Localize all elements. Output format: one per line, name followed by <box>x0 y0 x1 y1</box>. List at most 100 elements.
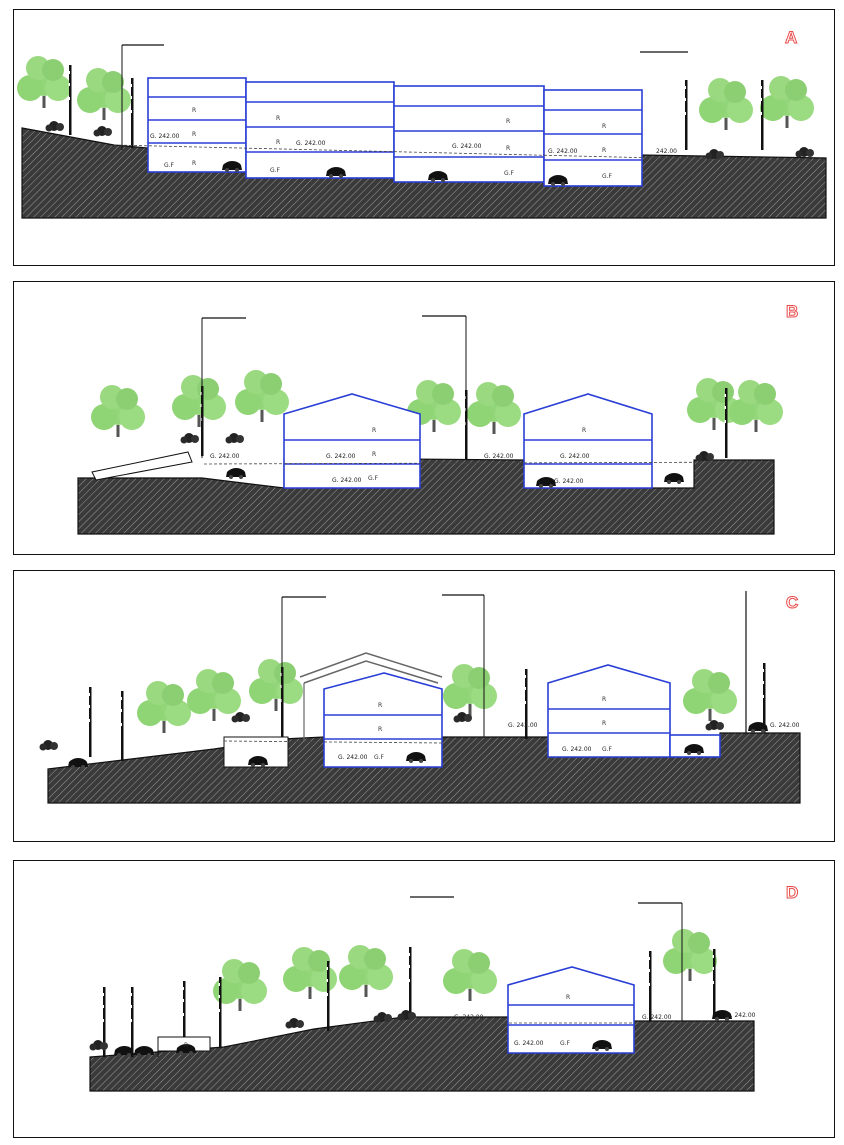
shrub-icon <box>795 147 814 158</box>
elevation-label: G. 242.00 <box>326 453 356 460</box>
lamp-pole-icon <box>68 65 72 135</box>
floor-label: R <box>506 145 510 152</box>
lamp-pole-icon <box>88 687 92 757</box>
lamp-pole-icon <box>648 951 652 1021</box>
tree-icon <box>729 380 783 432</box>
tree-icon <box>187 669 241 721</box>
elevation-label: G. 242.00 <box>562 746 592 753</box>
elevation-label: G. 242.00 <box>484 453 514 460</box>
lamp-pole-icon <box>684 80 688 150</box>
basement-label: G.F <box>270 167 281 174</box>
basement-label: G.F <box>504 170 515 177</box>
shrub-icon <box>93 126 112 137</box>
section-label-d: D <box>785 883 799 903</box>
floor-label: R <box>372 451 376 458</box>
basement-label: G.F <box>560 1040 571 1047</box>
section-drawing-c: R R R R G.F G.F G. 242.00 G. 242.00 G. 2… <box>39 591 801 804</box>
building-block <box>523 393 653 489</box>
elevation-label: G. 242.00 <box>514 1040 544 1047</box>
floor-label: R <box>372 427 376 434</box>
tree-icon <box>77 68 131 120</box>
elevation-label: G. 242.00 <box>554 478 584 485</box>
floor-label: R <box>184 1042 188 1049</box>
basement-label: G.F <box>602 746 613 753</box>
car-icon <box>226 468 246 479</box>
ground-hatch <box>77 457 775 535</box>
floor-label: R <box>582 427 586 434</box>
basement-label: G.F <box>602 173 613 180</box>
shrub-icon <box>39 740 58 751</box>
lamp-pole-icon <box>408 947 412 1017</box>
floor-label: R <box>378 702 382 709</box>
building-block <box>323 672 443 768</box>
section-drawing-d: R R G.F G. 242.00 G. 242.00 G. 242.00 G.… <box>89 896 756 1092</box>
elevation-label: G. 242.00 <box>452 143 482 150</box>
section-panel-c: C <box>13 570 835 842</box>
basement-label: G.F <box>368 475 379 482</box>
floor-label: R <box>602 720 606 727</box>
elevation-label: G. 242.00 <box>726 1012 756 1019</box>
elevation-label: G. 242.00 <box>642 1014 672 1021</box>
section-panel-a: A <box>13 9 835 266</box>
car-icon <box>664 473 684 484</box>
building-block <box>245 81 395 179</box>
shrub-icon <box>695 451 714 462</box>
tree-icon <box>663 929 717 981</box>
elevation-label: G. 242.00 <box>454 1014 484 1021</box>
tree-icon <box>91 385 145 437</box>
shrub-icon <box>180 433 199 444</box>
tree-icon <box>137 681 191 733</box>
tree-icon <box>235 370 289 422</box>
basement-label: G.F <box>374 754 385 761</box>
floor-label: R <box>602 147 606 154</box>
floor-label: R <box>506 118 510 125</box>
elevation-label: G. 242.00 <box>548 148 578 155</box>
floor-label: R <box>276 115 280 122</box>
lamp-pole-icon <box>760 80 764 150</box>
tree-icon <box>339 945 393 997</box>
basement-label: G.F <box>164 162 175 169</box>
elevation-label: 242.00 <box>656 148 677 155</box>
tree-icon <box>443 664 497 716</box>
tree-icon <box>467 382 521 434</box>
shrub-icon <box>45 121 64 132</box>
floor-label: R <box>602 696 606 703</box>
tree-icon <box>683 669 737 721</box>
floor-label: R <box>378 726 382 733</box>
tree-icon <box>249 659 303 711</box>
floor-label: R <box>566 994 570 1001</box>
elevation-label: G. 242.00 <box>210 453 240 460</box>
tree-icon <box>760 76 814 128</box>
elevation-label: G. 242.00 <box>150 133 180 140</box>
section-label-b: B <box>785 302 799 322</box>
section-drawing-a: R R R R R R R R R G.F G.F G.F G.F G. 242… <box>17 44 827 219</box>
elevation-label: G. 242.00 <box>338 754 368 761</box>
lamp-pole-icon <box>120 691 124 761</box>
building-block <box>543 89 643 187</box>
floor-label: R <box>602 123 606 130</box>
elevation-label: G. 242.00 <box>560 453 590 460</box>
building-block <box>393 85 545 183</box>
tree-icon <box>699 78 753 130</box>
building-block <box>283 393 421 489</box>
elevation-label: G. 242.00 <box>508 722 538 729</box>
shrub-icon <box>373 1012 392 1023</box>
building-block <box>507 966 635 1054</box>
shrub-icon <box>705 720 724 731</box>
shrub-icon <box>231 712 250 723</box>
tree-icon <box>443 949 497 1001</box>
section-drawing-b: R R R G.F G. 242.00 G. 242.00 G. 242.00 … <box>77 315 783 535</box>
elevation-label: G. 242.00 <box>770 722 800 729</box>
floor-label: R <box>276 139 280 146</box>
section-label-c: C <box>785 593 799 613</box>
section-panel-b: B <box>13 281 835 555</box>
shrub-icon <box>397 1010 416 1021</box>
section-label-a: A <box>784 28 798 48</box>
elevation-label: G. 242.00 <box>332 477 362 484</box>
floor-label: R <box>192 107 196 114</box>
tree-icon <box>17 56 71 108</box>
shrub-icon <box>225 433 244 444</box>
building-block <box>147 77 247 173</box>
lamp-pole-icon <box>762 663 766 733</box>
tree-icon <box>172 375 226 427</box>
